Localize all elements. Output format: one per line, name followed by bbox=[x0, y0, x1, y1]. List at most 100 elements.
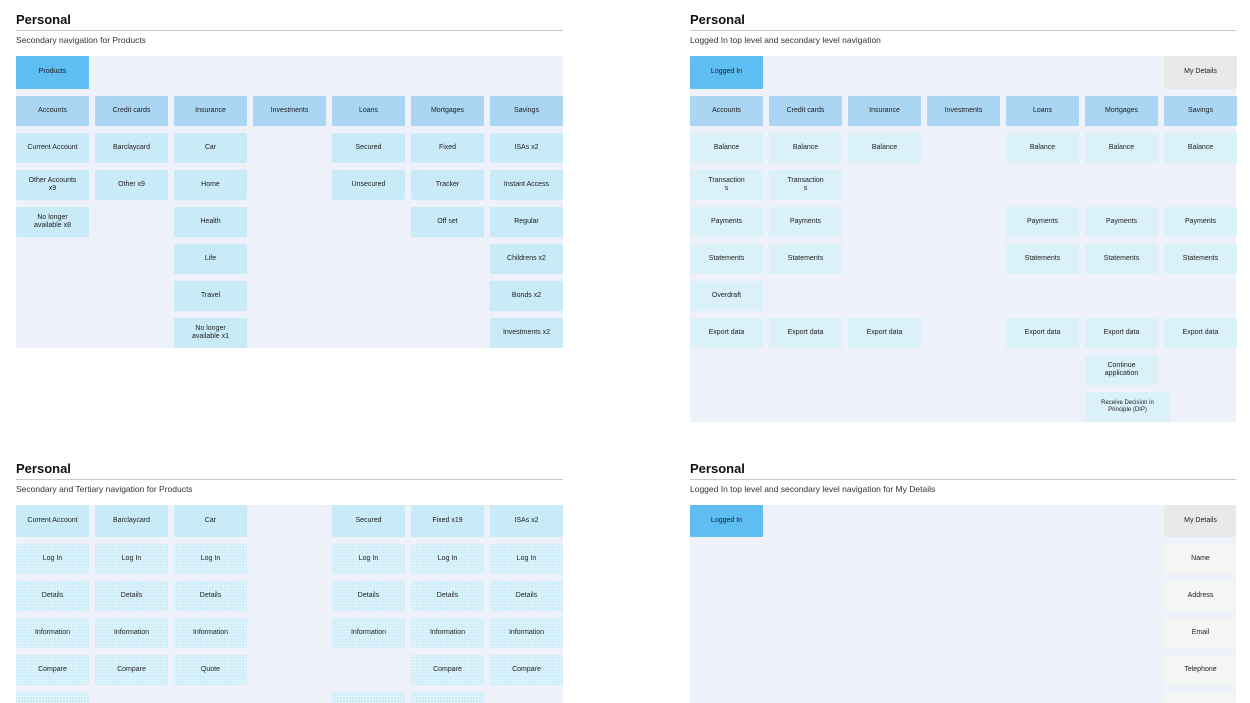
nav-box-label: Credit cards bbox=[112, 106, 151, 114]
nav-box-label: Information bbox=[508, 628, 545, 636]
nav-box-label: Barclaycard bbox=[113, 516, 150, 524]
nav-box-label: Health bbox=[200, 217, 221, 225]
nav-box-label: Log In bbox=[516, 554, 537, 562]
nav-box: Life bbox=[174, 244, 247, 274]
nav-box: Overdraft bbox=[690, 281, 763, 311]
nav-box: Insurance bbox=[174, 96, 247, 126]
nav-box: Payments bbox=[769, 207, 842, 237]
nav-box: Fixed x19 bbox=[411, 505, 484, 537]
nav-box: Log In bbox=[332, 544, 405, 574]
nav-box: Other Accounts x9 bbox=[16, 170, 89, 200]
nav-box-label: Bonds x2 bbox=[511, 291, 542, 299]
nav-box: Health bbox=[174, 207, 247, 237]
nav-box-label: Home bbox=[201, 180, 220, 188]
nav-box: Email bbox=[1164, 618, 1236, 648]
nav-box: Accounts bbox=[690, 96, 763, 126]
nav-box: Export data bbox=[848, 318, 921, 348]
nav-box-label: Compare bbox=[433, 665, 462, 673]
nav-box-label: Statements bbox=[1103, 254, 1140, 262]
nav-box-label: Insurance bbox=[869, 106, 900, 114]
nav-box: Regular bbox=[490, 207, 563, 237]
nav-box bbox=[1164, 692, 1236, 703]
nav-box-label: Compare bbox=[117, 665, 146, 673]
nav-box-label: Barclaycard bbox=[113, 143, 150, 151]
nav-box-label: Other Accounts x9 bbox=[28, 176, 77, 192]
nav-box: Credit cards bbox=[95, 96, 168, 126]
nav-box-label: Current Account bbox=[27, 143, 78, 151]
nav-box: My Details bbox=[1164, 505, 1236, 537]
nav-box: Receive Decision in Principle (DIP) bbox=[1085, 392, 1170, 422]
nav-box-label: Overdraft bbox=[711, 291, 742, 299]
nav-box: Information bbox=[332, 618, 405, 648]
sitemap-panel-my-details: Personal Logged In top level and seconda… bbox=[690, 462, 1236, 703]
nav-box-label: Mortgages bbox=[430, 106, 465, 114]
nav-box-label: Payments bbox=[710, 217, 743, 225]
title-divider bbox=[690, 30, 1236, 31]
nav-box: Compare bbox=[95, 655, 168, 685]
nav-box-label: Information bbox=[192, 628, 229, 636]
nav-box-label: Off set bbox=[437, 217, 458, 225]
nav-box-label: Export data bbox=[787, 328, 824, 336]
nav-box-label: Log In bbox=[121, 554, 142, 562]
nav-box: Credit cards bbox=[769, 96, 842, 126]
nav-box-label: Statements bbox=[1182, 254, 1219, 262]
nav-box: Logged In bbox=[690, 505, 763, 537]
nav-box: Details bbox=[95, 581, 168, 611]
nav-box-label: Statements bbox=[787, 254, 824, 262]
nav-box-label: Childrens x2 bbox=[507, 254, 546, 262]
nav-box: Investments bbox=[927, 96, 1000, 126]
nav-box: Statements bbox=[1164, 244, 1237, 274]
nav-box-label: Fixed x19 bbox=[432, 516, 463, 524]
nav-box-label: Loans bbox=[1032, 106, 1053, 114]
panel-subtitle: Secondary and Tertiary navigation for Pr… bbox=[16, 484, 193, 494]
nav-box: Statements bbox=[1085, 244, 1158, 274]
nav-box: Log In bbox=[16, 544, 89, 574]
nav-box-label: Logged In bbox=[710, 68, 743, 76]
nav-box: Information bbox=[411, 618, 484, 648]
nav-box: Secured bbox=[332, 505, 405, 537]
nav-box-label: Unsecured bbox=[351, 180, 386, 188]
nav-box-label: Export data bbox=[866, 328, 903, 336]
nav-box: Export data bbox=[690, 318, 763, 348]
nav-box-label: Log In bbox=[42, 554, 63, 562]
nav-box: Compare bbox=[411, 655, 484, 685]
nav-box-label: Export data bbox=[1182, 328, 1219, 336]
nav-box-label: Payments bbox=[789, 217, 822, 225]
nav-box-label: Address bbox=[1187, 591, 1214, 599]
nav-box: Logged In bbox=[690, 56, 763, 89]
nav-box-label: Balance bbox=[713, 143, 740, 151]
title-divider bbox=[690, 479, 1236, 480]
nav-box bbox=[332, 692, 405, 703]
nav-box: Payments bbox=[1164, 207, 1237, 237]
nav-box: Address bbox=[1164, 581, 1236, 611]
nav-box-label: Savings bbox=[514, 106, 539, 114]
nav-box bbox=[411, 692, 484, 703]
nav-box-label: Information bbox=[429, 628, 466, 636]
nav-box: Balance bbox=[690, 133, 763, 163]
nav-box-label: Payments bbox=[1026, 217, 1059, 225]
nav-box: Compare bbox=[490, 655, 563, 685]
nav-box-label: Tracker bbox=[435, 180, 460, 188]
nav-box-label: Statements bbox=[1024, 254, 1061, 262]
nav-box-label: Quote bbox=[200, 665, 221, 673]
nav-box-label: Logged In bbox=[710, 516, 743, 524]
nav-box: Payments bbox=[1085, 207, 1158, 237]
nav-box-label: Statements bbox=[708, 254, 745, 262]
nav-box bbox=[16, 692, 89, 703]
nav-box: Current Account bbox=[16, 133, 89, 163]
nav-box-label: Balance bbox=[792, 143, 819, 151]
nav-box-label: Log In bbox=[358, 554, 379, 562]
nav-box-label: Accounts bbox=[38, 106, 67, 114]
nav-box-label: Email bbox=[1191, 628, 1210, 636]
nav-box-label: Investments x2 bbox=[502, 328, 551, 336]
nav-box: Transactions bbox=[690, 170, 763, 200]
nav-box: Log In bbox=[95, 544, 168, 574]
sitemap-panel-products-tertiary: Personal Secondary and Tertiary navigati… bbox=[16, 462, 563, 703]
nav-box: Mortgages bbox=[411, 96, 484, 126]
nav-box: Log In bbox=[411, 544, 484, 574]
nav-box: Continue application bbox=[1085, 355, 1158, 385]
nav-box-label: My Details bbox=[1184, 68, 1217, 76]
nav-box: No longer available x8 bbox=[16, 207, 89, 237]
nav-box-label: Mortgages bbox=[1104, 106, 1139, 114]
